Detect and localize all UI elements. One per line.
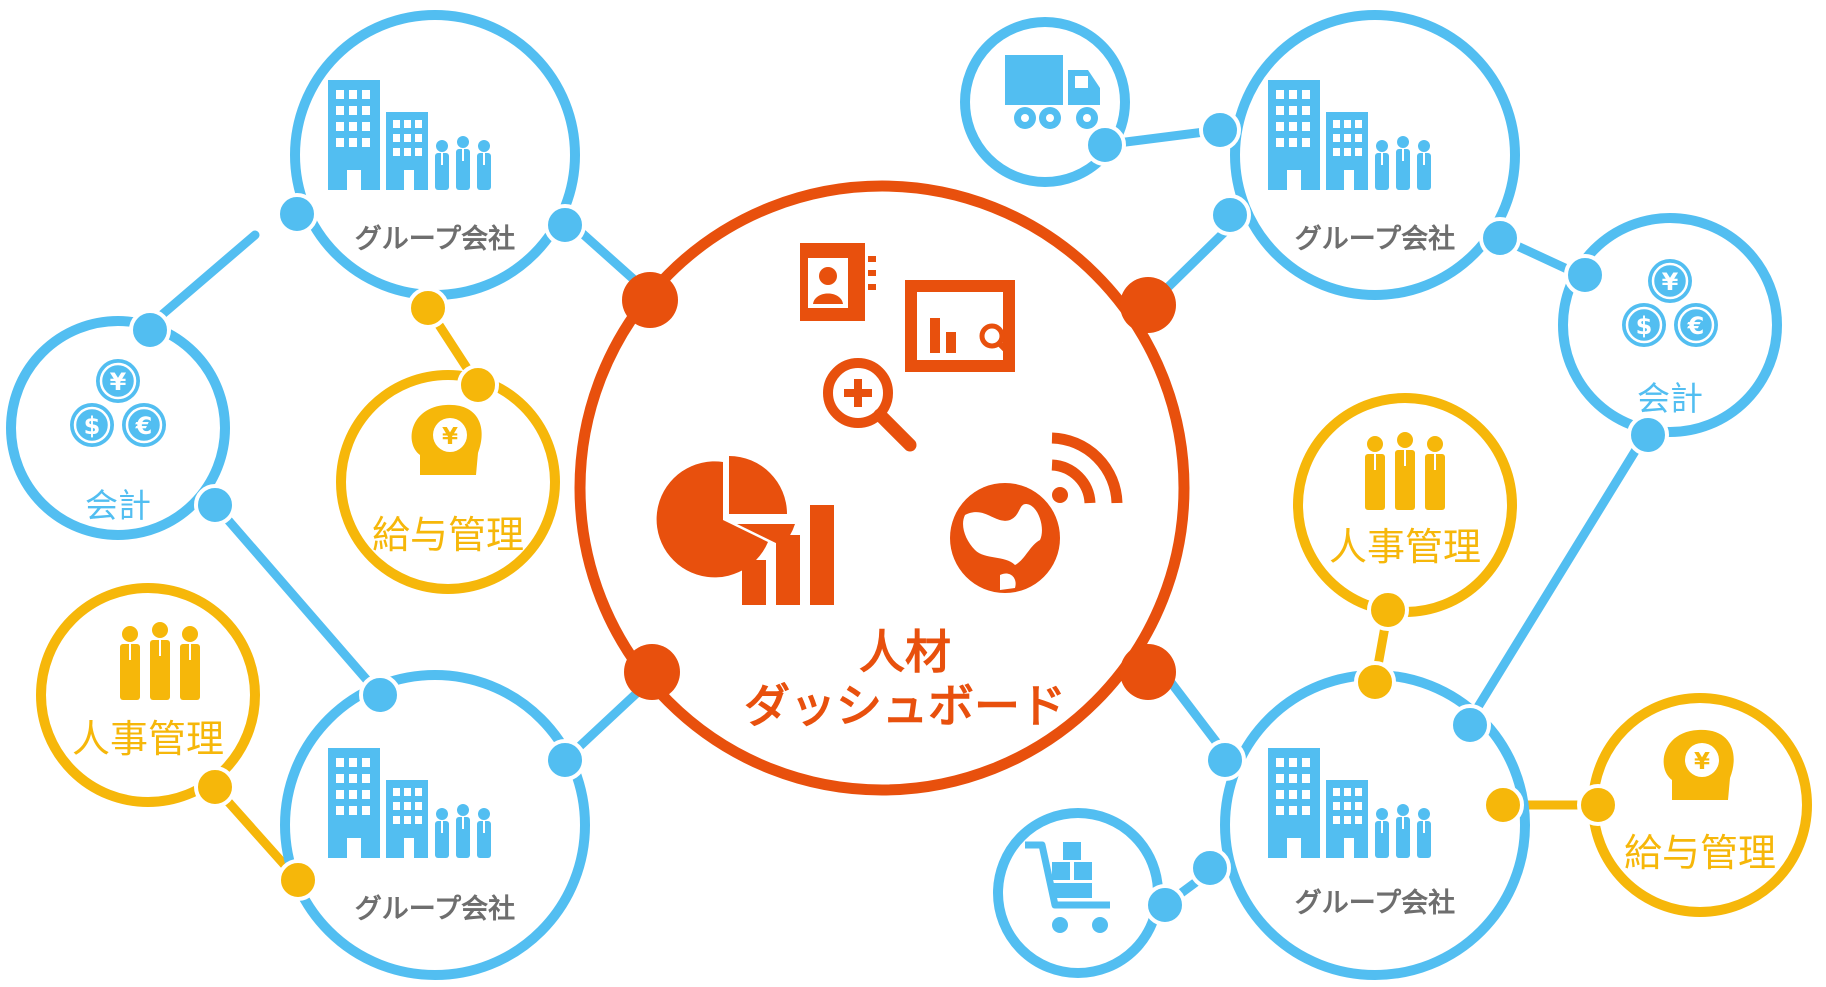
people-icon: [1365, 432, 1445, 510]
hub-ports: [622, 272, 1176, 700]
cart-node: [993, 808, 1163, 978]
accounting-label: 会計: [85, 486, 151, 525]
head-yen-icon: [411, 404, 482, 475]
hr-dashboard-hub: 人材 ダッシュボード: [574, 180, 1190, 796]
hr-node: 人事管理: [36, 583, 260, 807]
payroll-node: 給与管理: [1588, 693, 1812, 917]
bar-chart-icon: [742, 505, 834, 605]
hr-label: 人事管理: [72, 717, 224, 761]
accounting-node: 会計: [1558, 213, 1782, 437]
accounting-node: 会計: [6, 316, 230, 540]
dashboard-title-line2: ダッシュボード: [744, 679, 1066, 733]
pie-chart-icon: [656, 456, 795, 578]
group-company-node: グループ会社: [290, 10, 580, 300]
group-company-label: グループ会社: [1295, 223, 1455, 255]
payroll-label: 給与管理: [1624, 831, 1776, 875]
blue-ports: [129, 109, 1669, 926]
cart-icon: [1025, 841, 1110, 933]
payroll-label: 給与管理: [372, 513, 524, 557]
dashboard-title-line1: 人材: [859, 625, 951, 679]
hr-label: 人事管理: [1329, 525, 1481, 569]
accounting-label: 会計: [1637, 379, 1703, 418]
id-card-icon: [800, 243, 876, 321]
globe-wifi-icon: [950, 432, 1123, 593]
payroll-node: 給与管理: [336, 370, 560, 594]
group-company-node: グループ会社: [1230, 10, 1520, 300]
group-company-label: グループ会社: [355, 223, 515, 255]
group-company-label: グループ会社: [1295, 887, 1455, 919]
people-icon: [120, 622, 200, 700]
zoom-in-icon: [823, 358, 917, 452]
group-company-label: グループ会社: [355, 893, 515, 925]
head-yen-icon: [1663, 729, 1734, 800]
report-chart-icon: [905, 280, 1015, 372]
group-company-node: グループ会社: [280, 670, 590, 980]
hr-node: 人事管理: [1293, 393, 1517, 617]
yellow-ports: [194, 287, 1619, 901]
truck-icon: [1005, 55, 1100, 129]
group-company-node: グループ会社: [1220, 670, 1530, 980]
